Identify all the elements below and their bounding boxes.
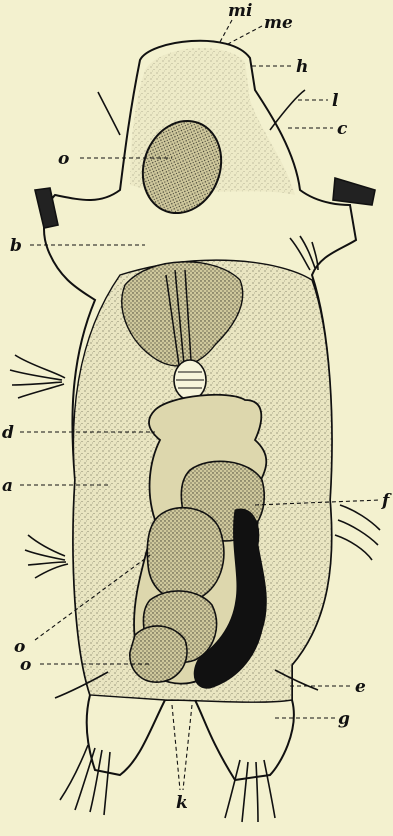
label-h: h: [296, 57, 308, 77]
gonad-lobe-4: [130, 626, 187, 682]
leader-me: [226, 26, 262, 45]
label-a: a: [2, 476, 13, 496]
claw-right-front: [333, 178, 375, 205]
claw-leg4-left: [60, 745, 110, 815]
label-b: b: [10, 236, 22, 256]
cirrus-l: [270, 90, 305, 130]
label-g: g: [338, 709, 350, 729]
claw-leg3-right: [335, 505, 380, 560]
claw-leg3-left: [25, 535, 68, 578]
leader-k2: [183, 705, 192, 790]
label-o-lower: o: [14, 637, 25, 657]
label-e: e: [355, 677, 366, 697]
label-f: f: [381, 491, 392, 511]
claw-left-front: [35, 188, 58, 228]
claw-leg4-right: [225, 760, 275, 822]
label-k: k: [176, 793, 188, 813]
label-d: d: [2, 423, 14, 443]
label-mi: mi: [228, 1, 252, 21]
claw-leg2-left: [10, 355, 65, 398]
leader-k1: [172, 705, 180, 790]
leader-mi: [220, 20, 232, 42]
cirrus-left-head: [98, 92, 120, 135]
claw-leg2-right: [290, 236, 318, 270]
label-o-eye: o: [58, 149, 69, 169]
label-c: c: [337, 119, 348, 139]
gonad-lobe-2: [147, 508, 224, 601]
label-o-lower2: o: [20, 655, 31, 675]
label-l: l: [332, 91, 339, 111]
label-me: me: [264, 13, 293, 33]
